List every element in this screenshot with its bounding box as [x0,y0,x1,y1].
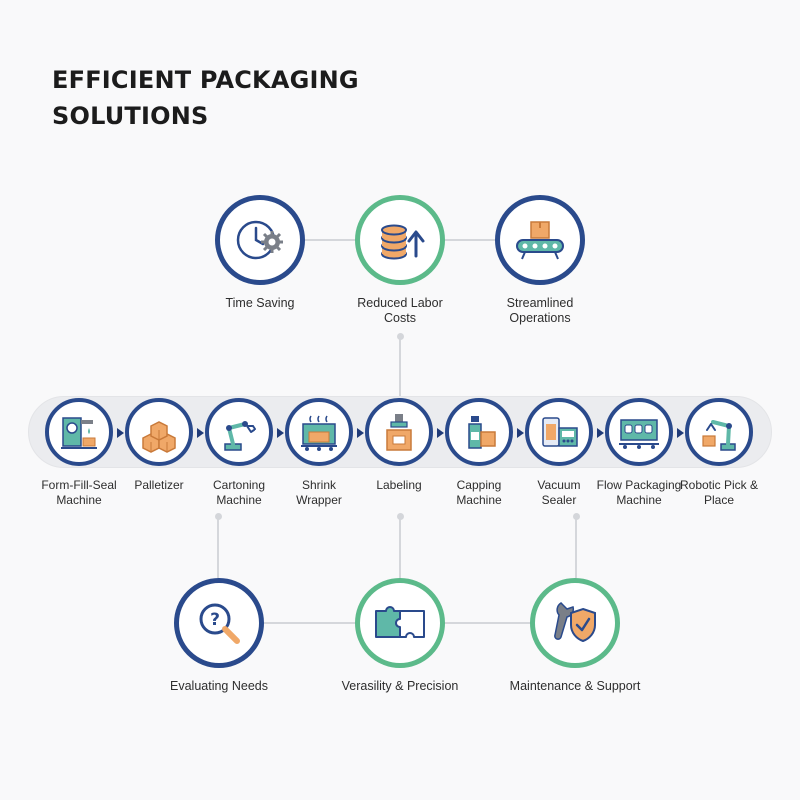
machine-label: Cartoning Machine [212,478,266,507]
form-fill-seal-icon [61,417,97,449]
reduced-labor-costs-ring [355,195,445,285]
robotic-pick-place-ring [685,398,753,466]
shrink-wrapper-ring [285,398,353,466]
flow-packaging-icon [619,419,659,449]
magnifier-question-icon: ? [199,603,240,644]
time-saving-ring [215,195,305,285]
bottle-box-icon [468,416,496,449]
flow-arrow [677,428,684,438]
palletizer-ring [125,398,193,466]
machine-label: Labeling [376,478,422,492]
vacuum-sealer-icon [542,417,578,447]
machine-label: Palletizer [134,478,184,492]
evaluating-needs-ring: ? [174,578,264,668]
machine-label: Robotic Pick & Place [679,478,759,507]
flow-arrow [597,428,604,438]
flow-arrow [197,428,204,438]
machine-label: Form-Fill-Seal Machine [41,478,117,507]
wrench-shield-icon [554,602,596,643]
connector-dot [397,333,404,340]
labeling-ring [365,398,433,466]
consideration-label: Maintenance & Support [509,679,641,693]
maintenance-support-ring [530,578,620,668]
benefit-label: Reduced Labor Costs [357,296,443,325]
machine-label: Vacuum Sealer [537,478,581,507]
cartoning-ring [205,398,273,466]
flow-packaging-ring [605,398,673,466]
machine-label: Flow Packaging Machine [596,478,682,507]
svg-text:?: ? [210,610,220,630]
shrink-wrapper-icon [301,415,337,451]
connector-dot [573,513,580,520]
clock-gear-icon [236,220,283,260]
flow-arrow [357,428,364,438]
connector-dot [397,513,404,520]
flow-arrow [117,428,124,438]
flow-arrow [277,428,284,438]
capping-ring [445,398,513,466]
stacked-boxes-icon [142,421,176,453]
consideration-label: Evaluating Needs [170,679,268,693]
versatility-precision-ring [355,578,445,668]
consideration-label: Verasility & Precision [341,679,459,693]
robotic-pick-place-icon [702,420,736,451]
labeling-box-icon [386,414,412,451]
streamlined-operations-ring [495,195,585,285]
machine-label: Shrink Wrapper [296,478,342,507]
connector-dot [215,513,222,520]
robot-arm-icon [224,421,256,451]
puzzle-icon [375,606,425,638]
benefit-label: Streamlined Operations [506,296,574,325]
flow-arrow [437,428,444,438]
flow-arrow [517,428,524,438]
machine-label: Capping Machine [456,478,502,507]
page-title: EFFICIENT PACKAGING SOLUTIONS [52,66,359,130]
coins-arrow-up-icon [381,224,425,260]
form-fill-seal-ring [45,398,113,466]
conveyor-box-icon [516,221,564,260]
vacuum-sealer-ring [525,398,593,466]
benefit-label: Time Saving [225,296,295,310]
